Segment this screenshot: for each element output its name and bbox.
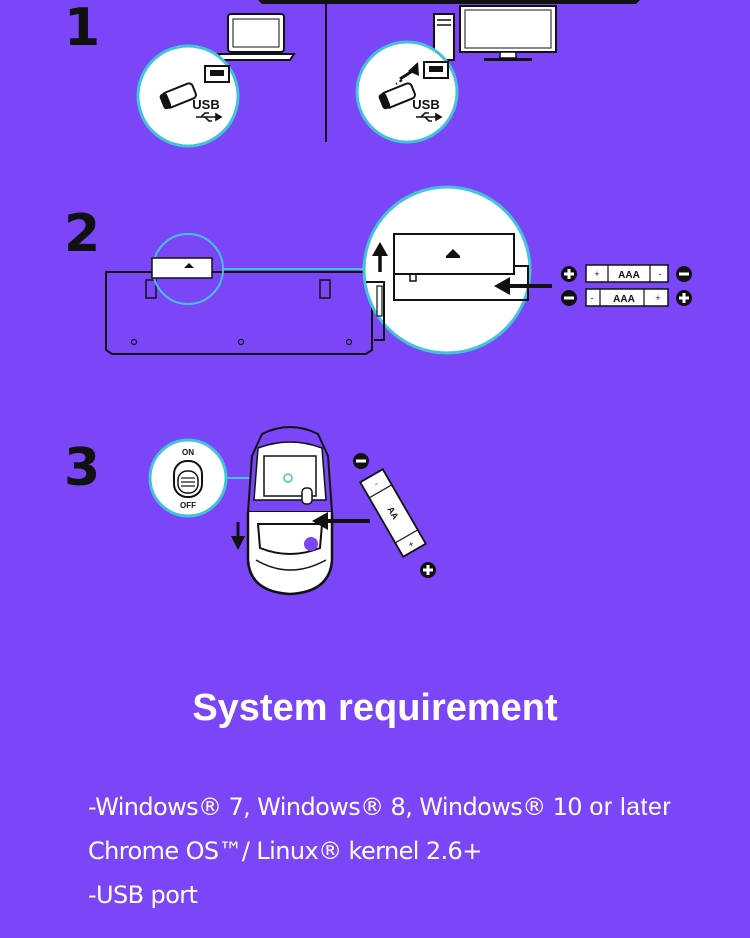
aaa-battery-icon: - + AAA <box>585 288 669 307</box>
svg-text:+: + <box>655 293 660 303</box>
aa-battery-icon: - + <box>359 468 427 558</box>
requirement-os-text: -Windows® 7, Windows® 8, Windows® 10 <box>88 793 583 821</box>
mouse-underside-icon <box>246 426 334 596</box>
left-arrow-icon <box>312 512 328 530</box>
plus-icon <box>420 562 436 578</box>
battery-cover-icon <box>393 233 515 275</box>
usb-receiver-icon <box>378 61 449 110</box>
requirement-item: Chrome OS™/ Linux® kernel 2.6+ <box>88 836 482 866</box>
setup-illustration: USB <box>105 0 692 596</box>
requirement-usb-text: -USB port <box>88 881 198 909</box>
switch-off-label: OFF <box>180 501 196 510</box>
plus-icon <box>676 290 692 306</box>
step-3-illustration: ON OFF <box>148 426 436 596</box>
desktop-computer-icon <box>433 5 557 61</box>
requirement-chrome-linux-text: Chrome OS™/ Linux® kernel 2.6+ <box>88 837 482 865</box>
requirement-os-suffix: or later <box>581 793 672 821</box>
section-title: System requirement <box>192 687 558 729</box>
usb-symbol-icon <box>196 112 223 122</box>
battery-cover-icon <box>151 257 213 279</box>
power-switch-icon <box>173 460 203 498</box>
aaa-battery-icon: + - AAA <box>585 264 669 283</box>
svg-text:-: - <box>591 293 594 303</box>
svg-text:+: + <box>594 269 599 279</box>
minus-icon <box>561 290 577 306</box>
battery-label-top: AAA <box>618 270 640 281</box>
step-2-illustration: + - AAA - + AAA <box>105 185 692 355</box>
usb-symbol-icon <box>416 112 443 122</box>
arrow-icon <box>408 62 419 76</box>
usb-label-right: USB <box>412 97 439 112</box>
usb-label-left: USB <box>192 97 219 112</box>
step-2-number: 2 <box>64 204 101 264</box>
svg-text:-: - <box>659 269 662 279</box>
plus-icon <box>561 266 577 282</box>
battery-label-bottom: AAA <box>613 294 635 305</box>
keyboard-underside-icon <box>105 271 373 355</box>
top-bar <box>258 0 640 4</box>
down-arrow-icon <box>231 536 245 550</box>
minus-icon <box>353 453 369 469</box>
step-3-number: 3 <box>64 438 101 498</box>
requirement-item: -USB port <box>88 880 198 910</box>
requirement-item: -Windows® 7, Windows® 8, Windows® 10 or … <box>88 792 671 822</box>
svg-text:+: + <box>406 539 416 550</box>
switch-on-label: ON <box>182 448 194 457</box>
usb-receiver-icon <box>159 65 230 110</box>
step-1-number: 1 <box>64 0 101 58</box>
svg-text:-: - <box>372 478 380 488</box>
step-1-illustration: USB <box>136 4 557 148</box>
left-arrow-icon <box>494 277 510 295</box>
up-arrow-icon <box>372 242 388 256</box>
minus-icon <box>676 266 692 282</box>
laptop-icon <box>216 13 296 61</box>
